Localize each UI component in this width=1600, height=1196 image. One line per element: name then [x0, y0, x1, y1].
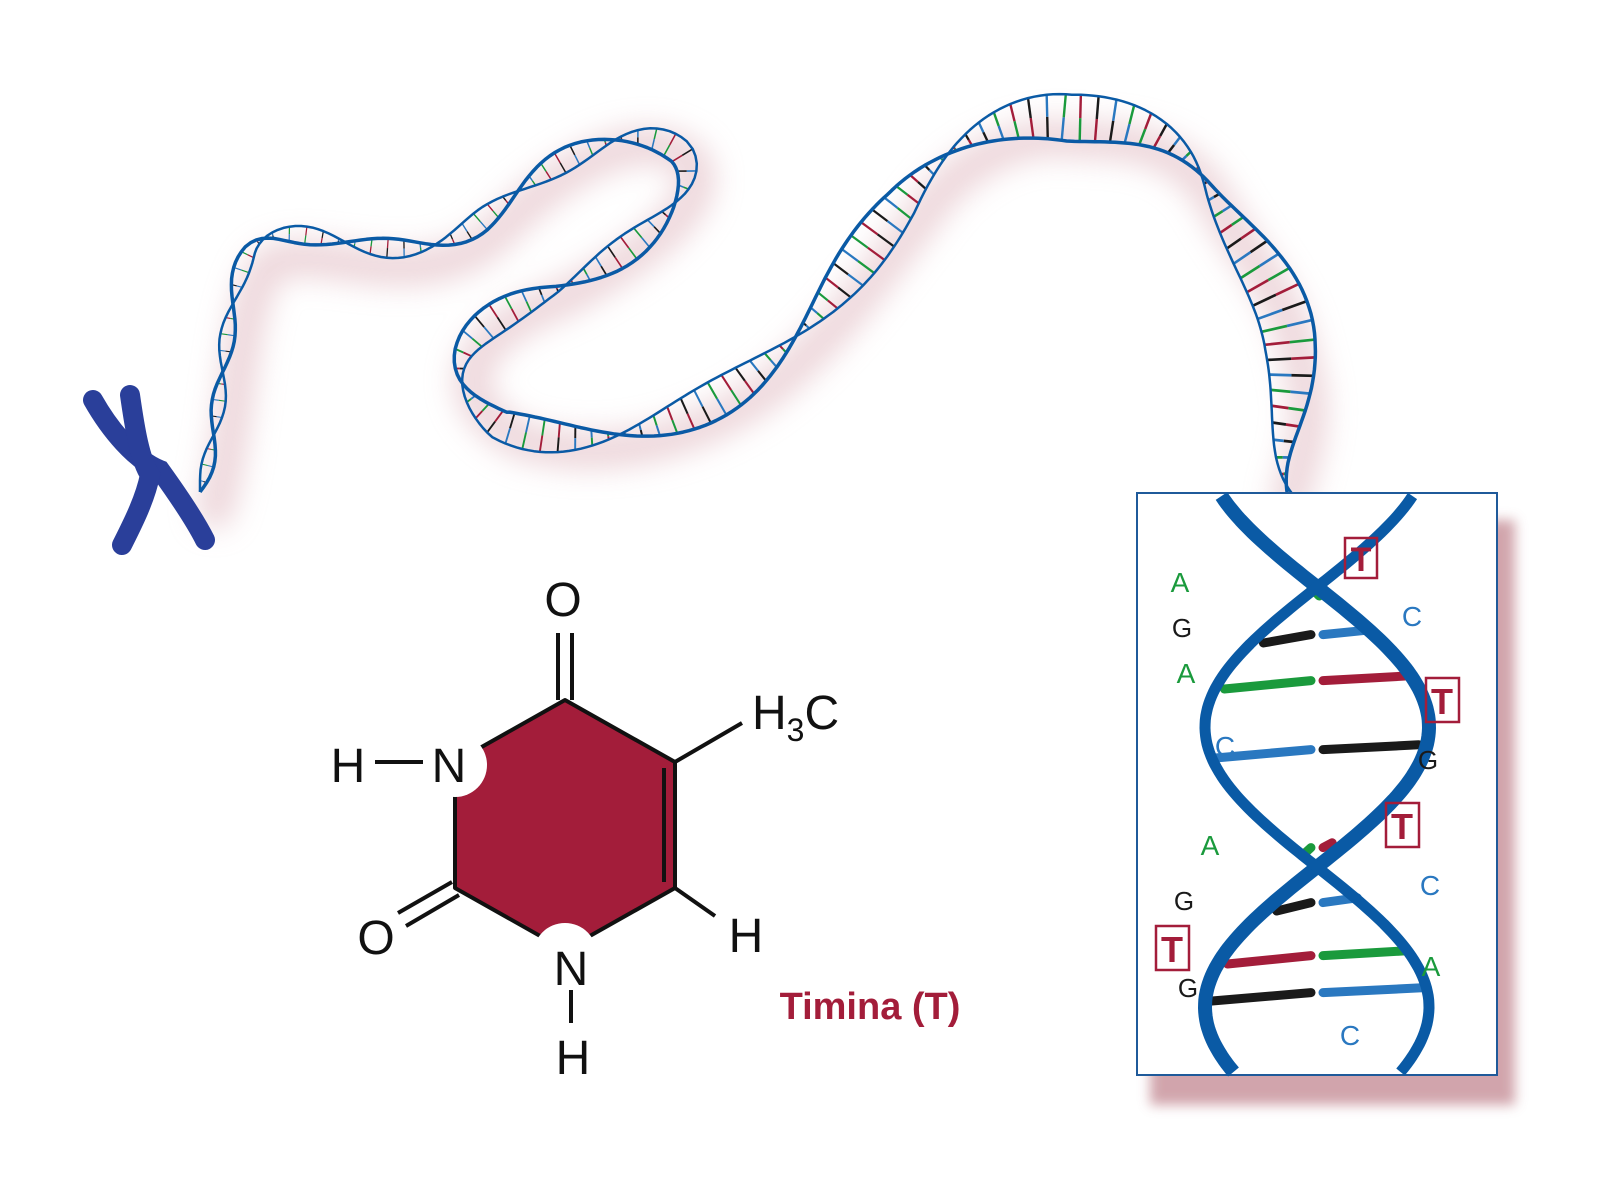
- helix-rung: [1028, 98, 1031, 118]
- helix-rung: [1097, 96, 1099, 119]
- helix-rung: [462, 223, 467, 231]
- helix-rung: [1272, 422, 1286, 424]
- ch-bond: [675, 888, 715, 916]
- helix-rung: [558, 437, 559, 452]
- helix-rung: [463, 331, 473, 339]
- pair-8-left-label: G: [1178, 973, 1198, 1003]
- helix-rung: [1273, 440, 1283, 441]
- methyl-bond: [675, 723, 742, 762]
- helix-rung: [750, 361, 758, 371]
- pair-2-right-label: C: [1402, 601, 1422, 632]
- pair-3-left-label: A: [1177, 658, 1196, 689]
- helix-shadow: [215, 138, 1309, 510]
- helix-rung: [1064, 94, 1066, 117]
- helix-rung: [896, 186, 907, 195]
- helix-rung: [708, 382, 717, 398]
- detail-rung: [1323, 951, 1407, 956]
- atom-o-top: O: [544, 574, 581, 627]
- thymine-structure: O O N H N H H H3C Timina (T): [331, 574, 961, 1085]
- helix-rung: [735, 368, 744, 381]
- pair-2-left-label: G: [1172, 613, 1192, 643]
- helix-rung: [473, 214, 480, 222]
- pair-6-left-label: G: [1174, 886, 1194, 916]
- detail-rung: [1323, 843, 1332, 848]
- helix-rung: [765, 353, 771, 360]
- helix-rung: [861, 222, 878, 234]
- helix-strand: [200, 138, 1315, 496]
- thymine-ring: [455, 700, 675, 950]
- helix-rung: [487, 204, 493, 211]
- methyl-h: H: [752, 687, 787, 740]
- atom-h-on-n-bottom: H: [556, 1032, 591, 1085]
- pair-1-right-label: T: [1351, 541, 1372, 579]
- pair-7-left-label: T: [1161, 929, 1183, 970]
- helix-rung: [1080, 95, 1081, 118]
- helix-rung: [872, 209, 887, 221]
- pair-7-right-label: A: [1422, 951, 1441, 982]
- detail-rung: [1323, 676, 1410, 681]
- helix-rung: [1271, 390, 1291, 392]
- helix-rung: [475, 316, 484, 327]
- helix-rung: [1080, 118, 1081, 141]
- helix-rung: [851, 235, 868, 247]
- helix-rung: [1129, 105, 1134, 124]
- helix-rung: [667, 407, 672, 420]
- helix-rung: [681, 398, 688, 413]
- pair-8-right-label: C: [1340, 1020, 1360, 1051]
- helix-rung: [559, 423, 560, 438]
- pair-3-right-label: T: [1431, 681, 1453, 722]
- pair-1-left-label: A: [1171, 567, 1190, 598]
- pair-5-right-label: T: [1391, 806, 1413, 847]
- helix-rung: [818, 292, 828, 300]
- co-left-bond-a: [398, 882, 452, 913]
- helix-rung: [1269, 375, 1291, 376]
- helix-rung: [1290, 392, 1310, 394]
- molecule-caption: Timina (T): [780, 986, 961, 1028]
- helix-rung: [884, 197, 897, 208]
- helix-rung: [1267, 359, 1291, 360]
- helix-rung: [387, 248, 388, 258]
- helix-rung: [1291, 375, 1313, 376]
- atom-h-on-n-left: H: [331, 740, 366, 793]
- helix-rung: [1047, 95, 1048, 117]
- detail-rung: [1323, 745, 1419, 750]
- atom-n-bottom: N: [554, 943, 589, 996]
- pair-4-right-label: G: [1418, 745, 1438, 775]
- atom-n-left: N: [432, 740, 467, 793]
- co-left-bond-b: [406, 895, 459, 926]
- chromosome: [93, 395, 205, 545]
- helix-rung: [1010, 104, 1014, 121]
- helix-rung: [825, 278, 838, 288]
- atom-h-right: H: [729, 910, 764, 963]
- pair-6-right-label: C: [1420, 870, 1440, 901]
- helix-rung: [1047, 117, 1048, 139]
- pair-4-left-label: C: [1215, 731, 1235, 762]
- helix-rung: [994, 112, 999, 126]
- helix-rung: [833, 263, 848, 274]
- helix-rung: [1291, 357, 1315, 358]
- helix-rung: [1113, 100, 1116, 121]
- helix-rung: [842, 249, 858, 261]
- detail-rung: [1323, 988, 1422, 993]
- methyl-group: H3C: [752, 687, 839, 748]
- pair-5-left-label: A: [1201, 830, 1220, 861]
- methyl-c: C: [804, 687, 839, 740]
- helix-rung: [721, 375, 731, 390]
- helix-rung: [979, 122, 984, 132]
- methyl-subscript: 3: [787, 712, 805, 748]
- helix-rung: [306, 227, 307, 236]
- helix-rung: [1145, 113, 1151, 129]
- helix-rung: [1272, 406, 1289, 408]
- atom-o-left: O: [357, 912, 394, 965]
- helix-rung: [694, 390, 702, 406]
